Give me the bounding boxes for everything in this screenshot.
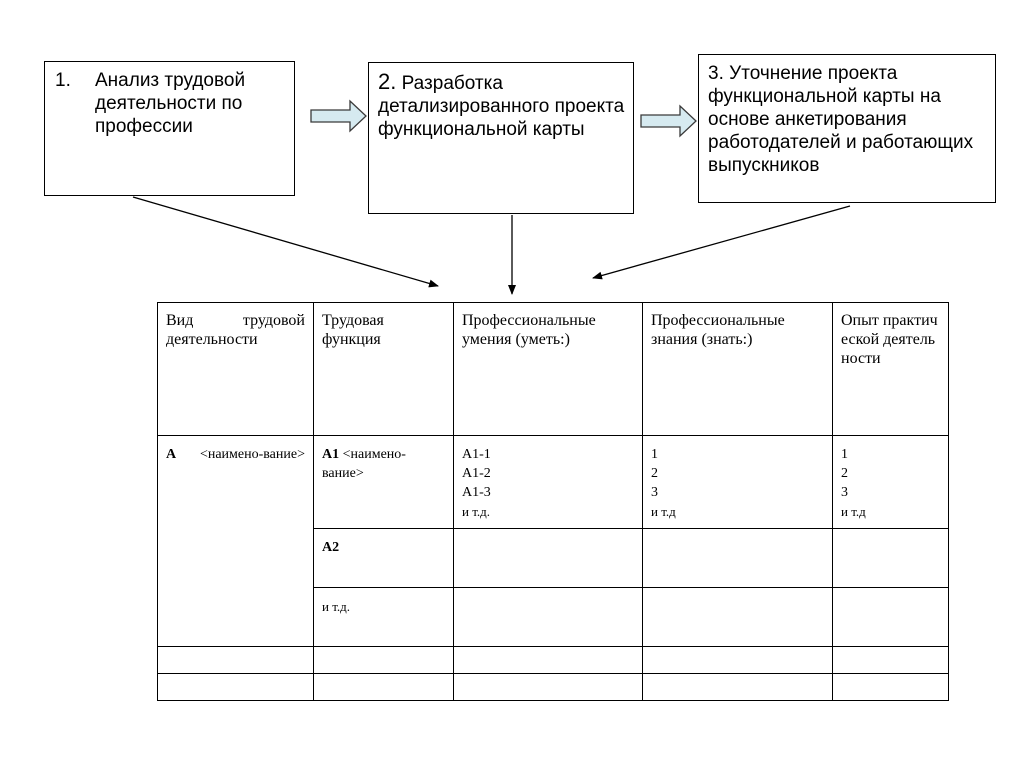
cell-function-a1: А1 <наимено-вание> (313, 435, 454, 529)
function-etc-text: и т.д. (322, 599, 351, 614)
header-function: Трудовая функция (313, 302, 454, 436)
arrow-box3-to-table (592, 205, 851, 280)
table-row (157, 646, 949, 674)
step-1-text: Анализ трудовой деятельности по професси… (95, 70, 246, 137)
table-cell (832, 528, 949, 588)
step-2-text: Разработка детализированного проекта фун… (378, 73, 625, 140)
header-skills: Профессиональные умения (уметь:) (453, 302, 643, 436)
table-cell (157, 646, 314, 674)
activity-name: <наимено-вание> (199, 447, 305, 462)
function-code-a2: А2 (322, 540, 340, 555)
skill-item: и т.д. (462, 504, 491, 519)
experience-item: 3 (841, 485, 848, 500)
table-row: А <наимено-вание> А1 <наимено-вание> А1-… (157, 435, 949, 647)
table-cell (642, 528, 833, 588)
functional-map-table: Вид трудовой деятельности Трудовая функц… (157, 302, 949, 701)
knowledge-item: 3 (651, 485, 658, 500)
table-cell (832, 646, 949, 674)
table-cell (453, 528, 643, 588)
step-2-number: 2. (378, 69, 397, 94)
table-header-row: Вид трудовой деятельности Трудовая функц… (157, 302, 949, 436)
step-1-box: 1. Анализ трудовой деятельности по профе… (44, 61, 295, 196)
block-arrow-2-to-3 (640, 104, 697, 138)
skill-item: А1-2 (462, 466, 491, 481)
table-cell (642, 673, 833, 701)
header-knowledge: Профессиональные знания (знать:) (642, 302, 833, 436)
header-activity: Вид трудовой деятельности (157, 302, 314, 436)
table-cell (313, 673, 454, 701)
step-3-number: 3. (708, 63, 724, 84)
table-cell (642, 587, 833, 647)
cell-activity-a: А <наимено-вание> (157, 435, 314, 647)
table-cell (313, 646, 454, 674)
table-cell (453, 646, 643, 674)
experience-item: 1 (841, 447, 848, 462)
cell-function-a2: А2 (313, 528, 454, 588)
knowledge-item: 1 (651, 447, 658, 462)
cell-knowledge: 1 2 3 и т.д (642, 435, 833, 529)
table-cell (453, 587, 643, 647)
table-cell (832, 673, 949, 701)
function-code: А1 (322, 447, 340, 462)
skill-item: А1-1 (462, 447, 491, 462)
step-3-text: Уточнение проекта функциональной карты н… (708, 63, 974, 176)
table-cell (642, 646, 833, 674)
header-experience: Опыт практической деятельности (832, 302, 949, 436)
block-arrow-1-to-2 (310, 99, 367, 133)
knowledge-item: и т.д (651, 504, 676, 519)
table-cell (157, 673, 314, 701)
experience-item: и т.д (841, 504, 866, 519)
table-cell (453, 673, 643, 701)
experience-item: 2 (841, 466, 848, 481)
table-cell (832, 587, 949, 647)
activity-code: А (166, 447, 177, 462)
function-name: <наимено-вание> (322, 447, 406, 481)
step-2-box: 2. Разработка детализированного проекта … (368, 62, 634, 214)
arrow-box1-to-table (132, 196, 439, 288)
cell-experience: 1 2 3 и т.д (832, 435, 949, 529)
cell-skills: А1-1 А1-2 А1-3 и т.д. (453, 435, 643, 529)
table-row: и т.д. (158, 587, 949, 647)
cell-function-etc: и т.д. (313, 587, 454, 647)
knowledge-item: 2 (651, 466, 658, 481)
step-3-box: 3. Уточнение проекта функциональной карт… (698, 54, 996, 203)
skill-item: А1-3 (462, 485, 491, 500)
table-row (157, 673, 949, 701)
step-1-number: 1. (55, 70, 71, 91)
